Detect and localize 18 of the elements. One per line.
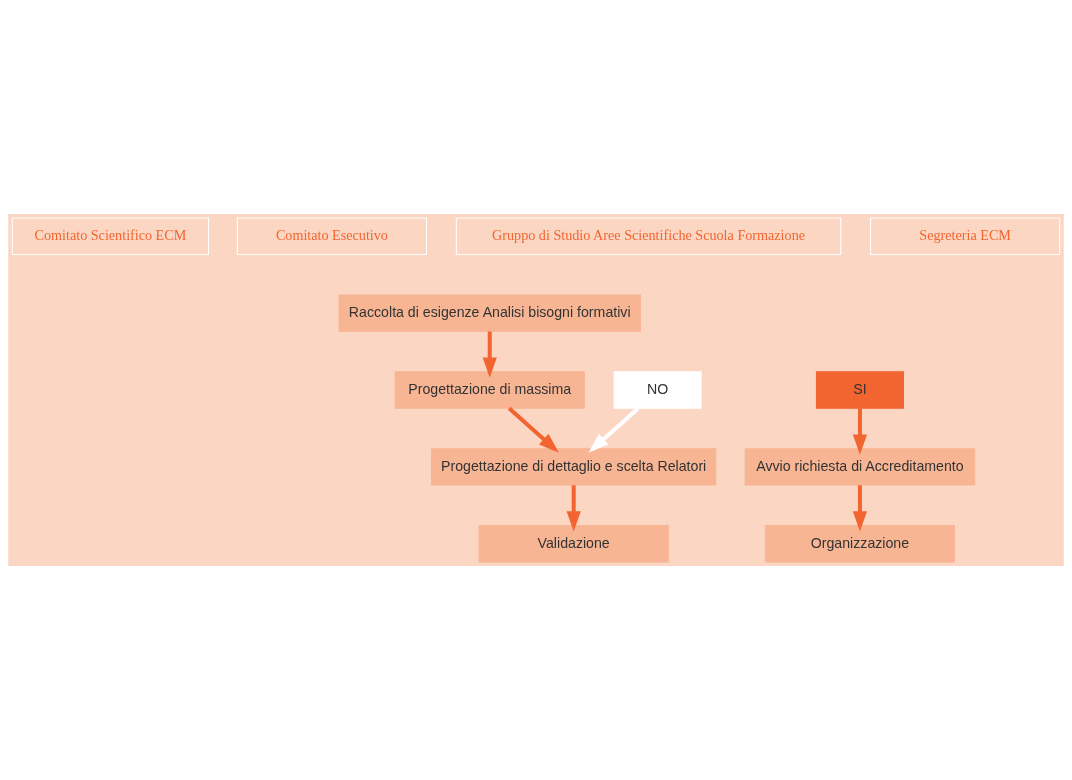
node-box: Progettazione di dettaglio e scelta Relatori (431, 448, 717, 486)
node-box: NO (613, 371, 702, 409)
arrow (566, 485, 581, 532)
arrow (482, 331, 497, 378)
node-box: Comitato Esecutivo (236, 217, 427, 255)
arrow (507, 406, 559, 453)
arrow (852, 408, 868, 455)
node-box: Gruppo di Studio Aree Scientifiche Scuola Formazione (455, 217, 842, 255)
node-box: Organizzazione (764, 525, 955, 563)
node-box: Progettazione di massima (394, 371, 585, 409)
arrow (588, 406, 640, 453)
node-box: Segreteria ECM (870, 217, 1061, 255)
node-box: Avvio richiesta di Accreditamento (744, 448, 976, 486)
node-box: Raccolta di esigenze Analisi bisogni formativi (338, 294, 641, 332)
arrow (852, 485, 868, 532)
node-box: Comitato Scientifico ECM (11, 217, 210, 255)
node-box: SI (815, 371, 904, 409)
node-box: Validazione (478, 525, 669, 563)
